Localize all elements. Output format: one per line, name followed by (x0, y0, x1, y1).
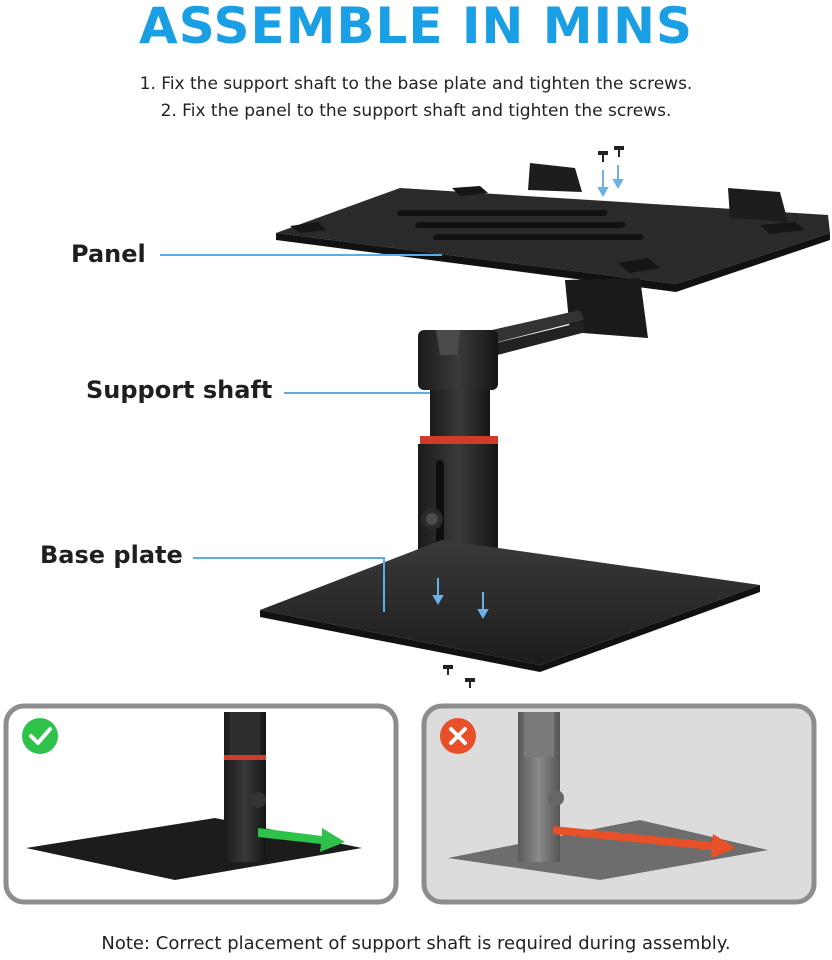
page-title: ASSEMBLE IN MINS (139, 0, 693, 55)
wrong-placement-panel (421, 703, 817, 905)
leader-lines (160, 254, 442, 612)
base-plate-leader-line (193, 557, 385, 612)
x-icon (440, 718, 476, 754)
panel-label: Panel (71, 240, 146, 268)
correct-placement-panel (3, 703, 399, 905)
assembly-note: Note: Correct placement of support shaft… (101, 933, 731, 954)
check-icon (22, 718, 58, 754)
base-plate-label: Base plate (40, 541, 183, 569)
green-arrow (258, 828, 345, 852)
instruction-step-1: 1. Fix the support shaft to the base pla… (139, 74, 693, 94)
instruction-step-2: 2. Fix the panel to the support shaft an… (160, 101, 672, 121)
laptop-panel (276, 163, 830, 292)
red-arrow (553, 826, 736, 858)
support-shaft-label: Support shaft (86, 376, 273, 404)
